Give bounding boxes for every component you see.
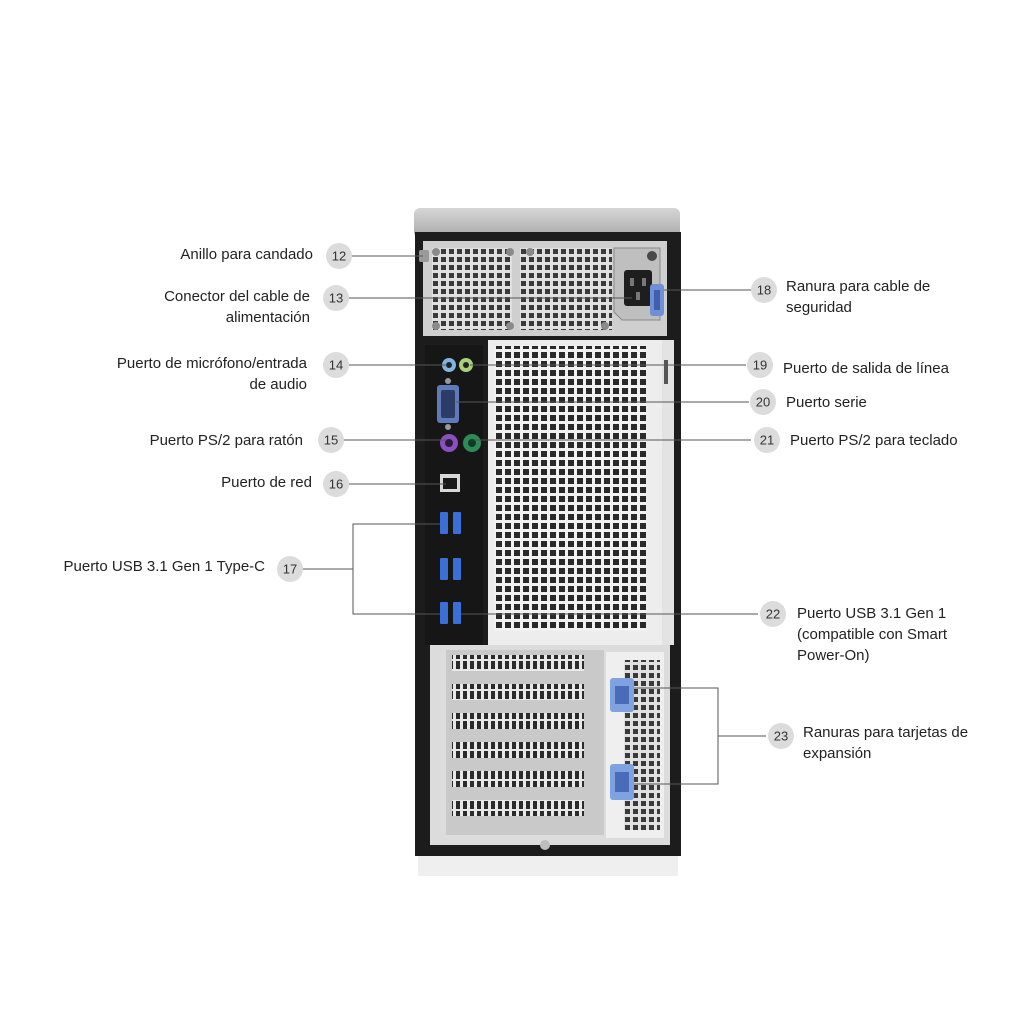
padlock-ring: [419, 250, 429, 262]
badge-22: 22: [760, 601, 786, 627]
callout-text: Anillo para candado: [180, 246, 313, 263]
expansion-slot-area: [430, 645, 670, 850]
badge-18: 18: [751, 277, 777, 303]
callout-text: Puerto USB 3.1 Gen 1 Type-C: [63, 558, 266, 575]
svg-text:18: 18: [757, 283, 771, 298]
callout-label-15: Puerto PS/2 para ratón: [150, 430, 303, 451]
callout-text: Conector del cable de: [164, 288, 310, 305]
callout-label-18: Ranura para cable de seguridad: [786, 276, 930, 318]
svg-text:22: 22: [766, 607, 780, 622]
callout-text: expansión: [803, 745, 872, 762]
mic-audio-in-port: [442, 358, 456, 372]
callout-text: Puerto PS/2 para teclado: [790, 432, 958, 449]
svg-text:16: 16: [329, 477, 343, 492]
callout-text: alimentación: [225, 309, 310, 326]
svg-text:12: 12: [332, 249, 346, 264]
callout-text: Ranura para cable de: [786, 278, 931, 295]
badge-20: 20: [750, 389, 776, 415]
callout-text: de audio: [249, 376, 307, 393]
callout-label-16: Puerto de red: [221, 472, 312, 493]
callout-text: seguridad: [786, 299, 852, 316]
callout-text: Power-On): [797, 647, 870, 664]
svg-text:19: 19: [753, 358, 767, 373]
callout-text: Puerto USB 3.1 Gen 1: [797, 605, 947, 622]
badge-21: 21: [754, 427, 780, 453]
callout-text: Ranuras para tarjetas de: [803, 724, 969, 741]
badge-12: 12: [326, 243, 352, 269]
ps2-mouse-port: [440, 434, 458, 452]
svg-text:23: 23: [774, 729, 788, 744]
callout-label-21: Puerto PS/2 para teclado: [790, 430, 958, 451]
callout-text: (compatible con Smart: [797, 626, 948, 643]
callout-badges: 12 13 14 15 16 17 18 19 20 21 22 23: [277, 243, 794, 749]
badge-23: 23: [768, 723, 794, 749]
callout-label-17: Puerto USB 3.1 Gen 1 Type-C: [64, 556, 266, 577]
badge-13: 13: [323, 285, 349, 311]
callout-text: Puerto PS/2 para ratón: [149, 432, 303, 449]
power-cable-connector: [613, 247, 661, 321]
svg-text:13: 13: [329, 291, 343, 306]
callout-label-12: Anillo para candado: [180, 244, 313, 265]
expansion-latch-lower: [610, 764, 634, 800]
callout-text: Puerto de red: [221, 474, 312, 491]
usb-type-c-ports: [440, 512, 461, 580]
badge-15: 15: [318, 427, 344, 453]
line-out-port: [459, 358, 473, 372]
vent-grille: [488, 340, 674, 645]
serial-port: [437, 378, 459, 430]
badge-16: 16: [323, 471, 349, 497]
callout-text: Puerto de micrófono/entrada: [116, 355, 307, 372]
leader-lines: [303, 255, 766, 785]
svg-text:15: 15: [324, 433, 338, 448]
callout-label-14: Puerto de micrófono/entrada de audio: [117, 353, 307, 395]
chassis-foot: [418, 856, 678, 876]
svg-text:20: 20: [756, 395, 770, 410]
svg-text:21: 21: [760, 433, 774, 448]
callout-text: Puerto serie: [786, 394, 867, 411]
top-handle: [414, 208, 680, 238]
rear-io-panel: [425, 345, 483, 645]
badge-14: 14: [323, 352, 349, 378]
callout-label-22: Puerto USB 3.1 Gen 1 (compatible con Sma…: [797, 603, 947, 666]
callout-label-23: Ranuras para tarjetas de expansión: [803, 722, 968, 764]
svg-text:17: 17: [283, 562, 297, 577]
ps2-keyboard-port: [463, 434, 481, 452]
network-port: [440, 474, 460, 492]
security-cable-slot: [650, 284, 664, 316]
badge-17: 17: [277, 556, 303, 582]
callout-label-19: Puerto de salida de línea: [783, 358, 949, 379]
callout-label-20: Puerto serie: [786, 392, 867, 413]
svg-text:14: 14: [329, 358, 343, 373]
badge-19: 19: [747, 352, 773, 378]
expansion-latch-upper: [610, 678, 634, 712]
callout-text: Puerto de salida de línea: [783, 360, 949, 377]
callout-label-13: Conector del cable de alimentación: [164, 286, 310, 328]
usb-smart-power-on-ports: [440, 602, 461, 624]
